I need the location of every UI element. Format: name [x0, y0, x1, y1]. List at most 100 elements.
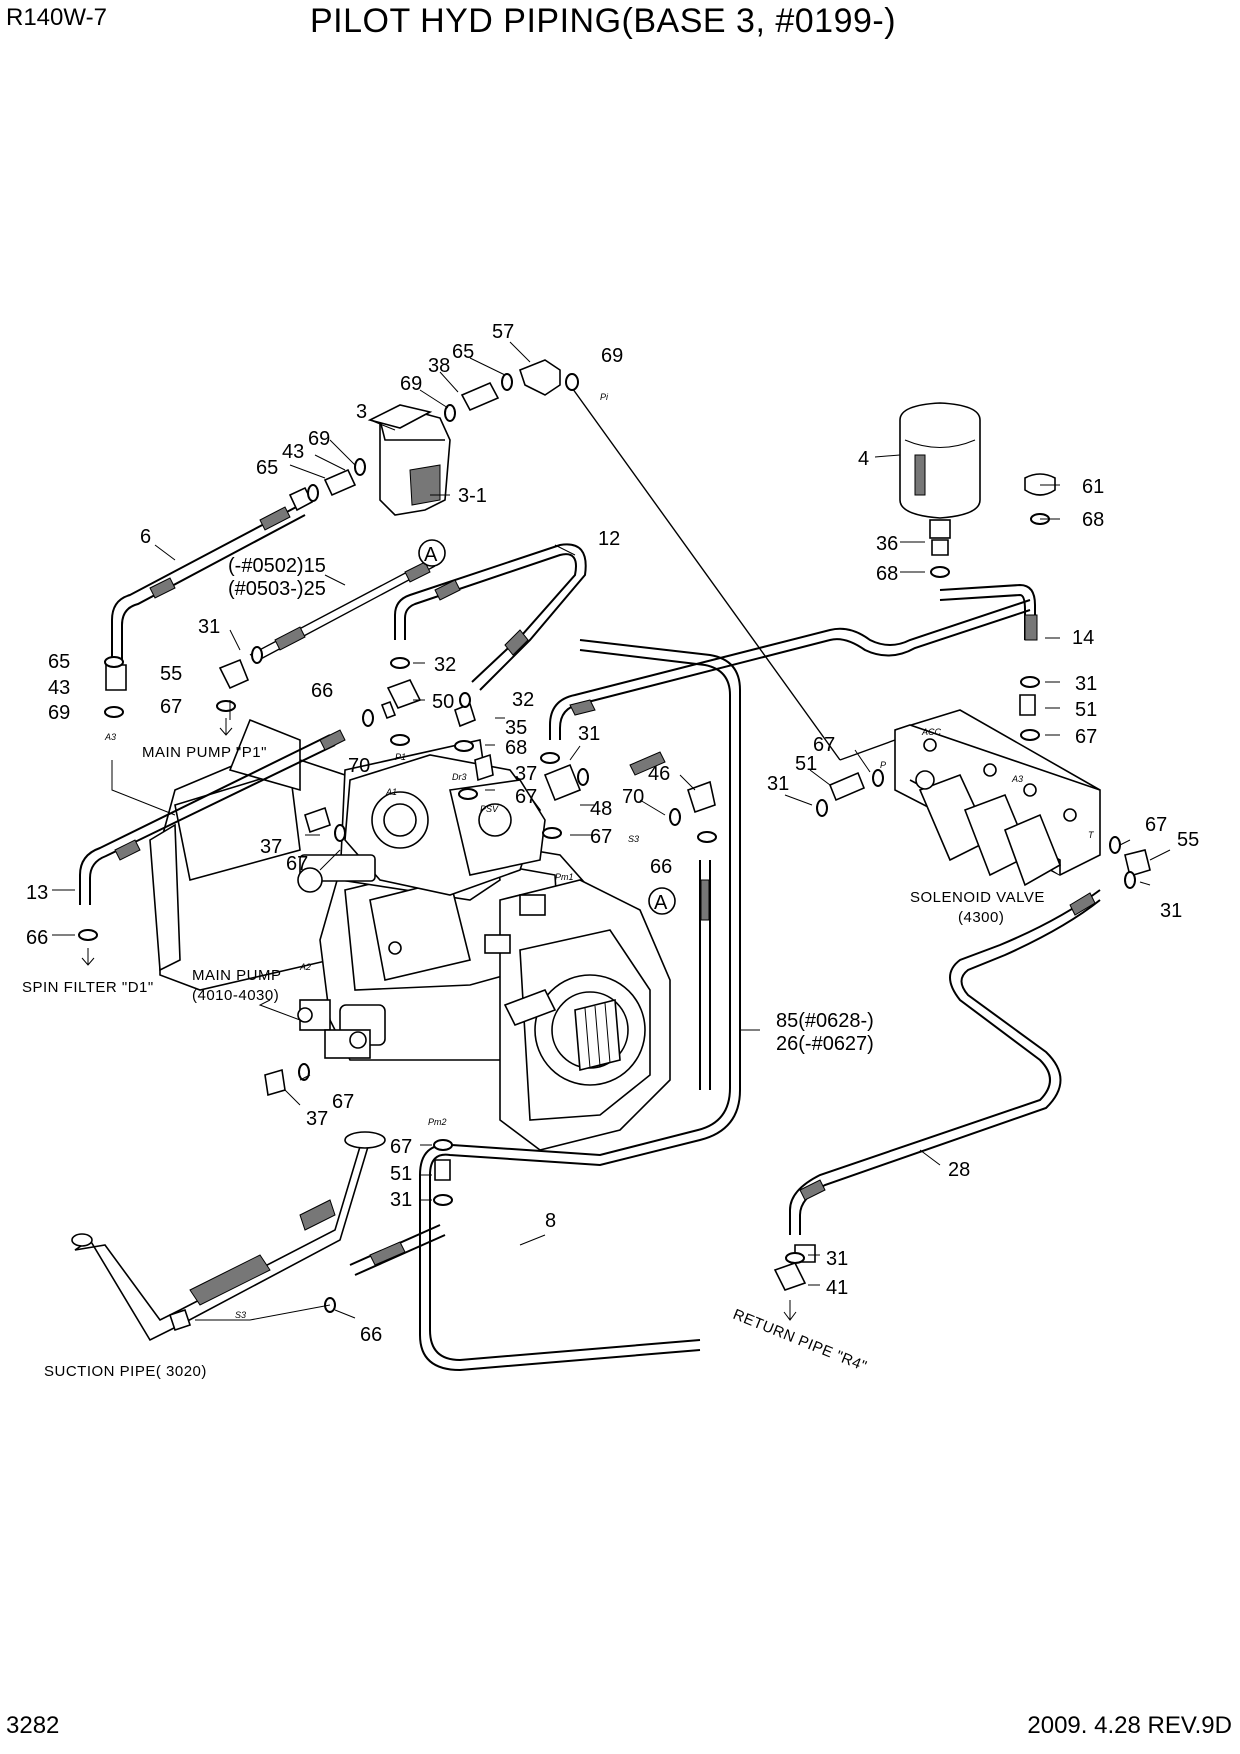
- callout: 6: [140, 526, 151, 548]
- page-title: PILOT HYD PIPING(BASE 3, #0199-): [310, 2, 897, 40]
- callout: 31: [1160, 900, 1182, 922]
- o-rings: [78, 373, 1136, 1313]
- ref-marker-a-top: A: [418, 539, 446, 567]
- label-main-pump: MAIN PUMP: [192, 967, 282, 984]
- callout: 43: [48, 677, 70, 699]
- page-number: 3282: [6, 1712, 60, 1739]
- callout: 13: [26, 882, 48, 904]
- label-suction-pipe: SUCTION PIPE( 3020): [44, 1363, 207, 1380]
- main-pump: [149, 718, 671, 1151]
- callout: 31: [390, 1189, 412, 1211]
- callout: 65: [48, 651, 70, 673]
- callout: 85(#0628-): [776, 1010, 874, 1032]
- callout: 57: [492, 321, 514, 343]
- callout: 8: [545, 1210, 556, 1232]
- callout: 38: [428, 355, 450, 377]
- callout: 36: [876, 533, 898, 555]
- label-main-pump-range: (4010-4030): [192, 987, 279, 1004]
- callout: 26(-#0627): [776, 1033, 874, 1055]
- callout: 69: [308, 428, 330, 450]
- callout: 31: [767, 773, 789, 795]
- callout: 68: [1082, 509, 1104, 531]
- callout: 68: [876, 563, 898, 585]
- pipes: [79, 384, 1101, 1372]
- port-t: T: [1088, 830, 1095, 840]
- callout: 31: [578, 723, 600, 745]
- revision-date: 2009. 4.28 REV.9D: [1027, 1712, 1232, 1739]
- port-acc: ACC: [921, 727, 942, 737]
- label-solenoid-range: (4300): [958, 909, 1004, 926]
- callout: 37: [306, 1108, 328, 1130]
- callout: 35: [505, 717, 527, 739]
- callout: 70: [348, 755, 370, 777]
- callout: 3-1: [458, 485, 487, 507]
- label-return-pipe: RETURN PIPE "R4": [731, 1306, 870, 1375]
- callout: 67: [390, 1136, 412, 1158]
- port-psv: PSV: [480, 804, 499, 814]
- port-p: P: [880, 760, 886, 770]
- callout: 28: [948, 1159, 970, 1181]
- label-spin-filter: SPIN FILTER "D1": [22, 979, 154, 996]
- port-s3b: S3: [628, 834, 639, 844]
- port-dr3: Dr3: [452, 772, 467, 782]
- line-filter: [367, 404, 451, 516]
- callout: 31: [198, 616, 220, 638]
- callout: 69: [400, 373, 422, 395]
- callout: 65: [256, 457, 278, 479]
- callout: 41: [826, 1277, 848, 1299]
- port-pm2: Pm2: [428, 1117, 447, 1127]
- port-pi: Pi: [600, 392, 609, 402]
- callout: 66: [360, 1324, 382, 1346]
- callout: 67: [286, 853, 308, 875]
- callout: 3: [356, 401, 367, 423]
- callout-numbers: 57 65 38 69 69 3 43 69 65 3-1 4 61 36 68…: [26, 321, 1199, 1346]
- label-solenoid-valve: SOLENOID VALVE: [910, 889, 1045, 906]
- callout: 4: [858, 448, 869, 470]
- port-a2: A2: [299, 962, 311, 972]
- callout: 67: [1075, 726, 1097, 748]
- port-s3: S3: [235, 1310, 246, 1320]
- callout: 43: [282, 441, 304, 463]
- callout: 61: [1082, 476, 1104, 498]
- callout: 66: [26, 927, 48, 949]
- label-main-pump-p1: MAIN PUMP "P1": [142, 744, 267, 761]
- fittings: [105, 359, 1151, 1291]
- port-markings: Pi A3 P1 Dr3 PSV Pm2 Pm1 A3 ACC P T A1 A…: [104, 392, 1095, 1320]
- callout: 55: [1177, 829, 1199, 851]
- port-pm1: Pm1: [555, 872, 574, 882]
- callout: 67: [515, 786, 537, 808]
- callout: 32: [512, 689, 534, 711]
- ref-a-mid-label: A: [654, 892, 668, 914]
- ref-a-top-label: A: [424, 544, 438, 566]
- callout: 51: [1075, 699, 1097, 721]
- port-a1: A1: [385, 787, 397, 797]
- callout: 51: [795, 753, 817, 775]
- accumulator: [899, 402, 981, 539]
- callout: 50: [432, 691, 454, 713]
- port-a3-right: A3: [1011, 774, 1023, 784]
- callout: 51: [390, 1163, 412, 1185]
- callout: 37: [260, 836, 282, 858]
- callout: 65: [452, 341, 474, 363]
- callout: 67: [1145, 814, 1167, 836]
- port-a3-left: A3: [104, 732, 116, 742]
- callout: 69: [48, 702, 70, 724]
- callout: (#0503-)25: [228, 578, 326, 600]
- suction-pipe: [71, 1131, 386, 1342]
- callout: 12: [598, 528, 620, 550]
- ref-marker-a-mid: A: [648, 887, 676, 915]
- callout: 67: [332, 1091, 354, 1113]
- model-code: R140W-7: [6, 4, 107, 31]
- solenoid-valve: [894, 709, 1101, 887]
- callout: 67: [590, 826, 612, 848]
- callout: 31: [826, 1248, 848, 1270]
- callout: 70: [622, 786, 644, 808]
- callout: 67: [160, 696, 182, 718]
- callout: (-#0502)15: [228, 555, 326, 577]
- callout: 31: [1075, 673, 1097, 695]
- callout: 46: [648, 763, 670, 785]
- callout: 32: [434, 654, 456, 676]
- callout: 14: [1072, 627, 1094, 649]
- callout: 55: [160, 663, 182, 685]
